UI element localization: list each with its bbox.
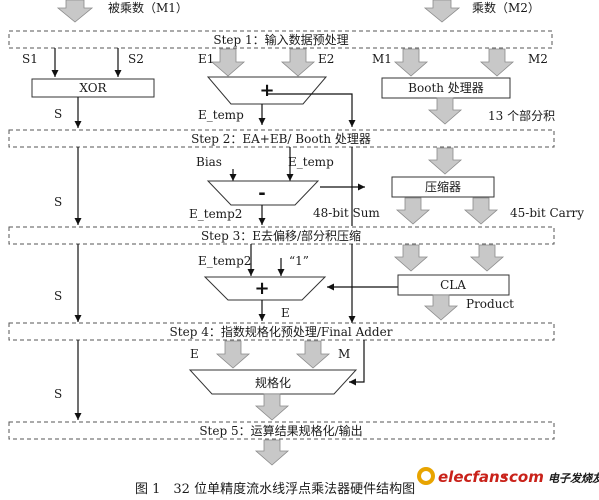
step1-label: Step 1：输入数据预处理 — [213, 32, 348, 47]
e-temp2-label: E_temp2 — [189, 207, 242, 221]
product-label: Product — [466, 297, 514, 311]
e-temp2-label-2: E_temp2 — [198, 254, 251, 268]
input-arrow-m1 — [56, 0, 94, 23]
e2-label: E2 — [318, 52, 334, 66]
fat-arrow-output — [254, 439, 290, 466]
step5-label: Step 5：运算结果规格化/输出 — [199, 423, 362, 438]
s-label-2: S — [54, 195, 62, 209]
s2-label: S2 — [128, 52, 144, 66]
input-arrow-m2 — [423, 0, 461, 23]
figure-caption: 图 1 32 位单精度流水线浮点乘法器硬件结构图 — [135, 481, 415, 497]
bias-label: Bias — [196, 155, 222, 169]
s-label-1: S — [54, 107, 62, 121]
wire-e-temp-right — [267, 93, 356, 127]
subtract-label: - — [258, 183, 265, 204]
normalize-block — [188, 369, 358, 395]
step3-bar — [8, 226, 555, 245]
adder1-label: + — [259, 80, 274, 101]
compressor-block — [391, 176, 495, 198]
fat-arrow-m-norm — [295, 340, 331, 369]
fat-arrow-e1 — [210, 48, 246, 77]
e1-label: E1 — [198, 52, 214, 66]
fat-arrow-sum — [395, 197, 431, 225]
step5-bar — [8, 421, 555, 440]
normalize-label: 规格化 — [255, 375, 291, 390]
s1-label: S1 — [22, 52, 38, 66]
adder2-label: + — [254, 278, 269, 299]
partial-products-label: 13 个部分积 — [488, 108, 555, 123]
svg-text:com: com — [509, 468, 544, 486]
multiplicand-label: 被乘数（M1） — [108, 0, 188, 15]
wire-m-feedback — [349, 340, 365, 386]
fat-arrow-compressor-in — [427, 147, 463, 175]
booth-label: Booth 处理器 — [408, 81, 484, 95]
m-label: M — [338, 347, 350, 361]
fat-arrow-norm-out — [254, 393, 290, 421]
fat-arrow-m1 — [393, 48, 429, 77]
fat-arrow-e-norm — [215, 340, 251, 369]
s-label-4: S — [54, 387, 62, 401]
fat-arrow-cla-in-1 — [393, 244, 429, 272]
multiplier-label: 乘数（M2） — [472, 0, 540, 15]
fat-arrow-cla-in-2 — [469, 244, 505, 272]
sum-label: 48-bit Sum — [313, 206, 380, 220]
m2-label: M2 — [528, 52, 548, 66]
compressor-label: 压缩器 — [425, 179, 461, 194]
step3-label: Step 3：E去偏移/部分积压缩 — [201, 228, 361, 243]
fat-arrow-m2 — [479, 48, 515, 77]
fat-arrow-e2 — [280, 48, 316, 77]
m1-label: M1 — [372, 52, 392, 66]
svg-text:·: · — [502, 468, 508, 486]
svg-text:电子发烧友: 电子发烧友 — [548, 472, 599, 485]
step4-bar — [8, 322, 555, 341]
carry-label: 45-bit Carry — [510, 206, 584, 220]
e-label-2: E — [190, 347, 199, 361]
fat-arrow-partial — [427, 97, 463, 125]
subtract-block — [206, 180, 320, 206]
xor-block — [31, 78, 155, 98]
fat-arrow-product — [423, 294, 459, 321]
e-temp-label: E_temp — [198, 108, 244, 122]
step2-bar — [8, 129, 555, 148]
one-label: “1” — [289, 254, 309, 268]
elecfans-logo: elecfans · com 电子发烧友 — [417, 467, 599, 486]
cla-label: CLA — [440, 278, 466, 292]
e-temp-label-2: E_temp — [288, 155, 334, 169]
svg-text:elecfans: elecfans — [438, 468, 509, 486]
xor-label: XOR — [79, 81, 107, 95]
adder1-block — [206, 76, 328, 105]
step4-label: Step 4：指数规格化预处理/Final Adder — [170, 324, 393, 339]
step2-label: Step 2：EA+EB/ Booth 处理器 — [191, 132, 371, 146]
cla-block — [397, 274, 510, 296]
e-label-1: E — [281, 306, 290, 320]
fat-arrow-carry — [463, 197, 499, 225]
s-label-3: S — [54, 289, 62, 303]
adder2-block — [203, 276, 327, 301]
